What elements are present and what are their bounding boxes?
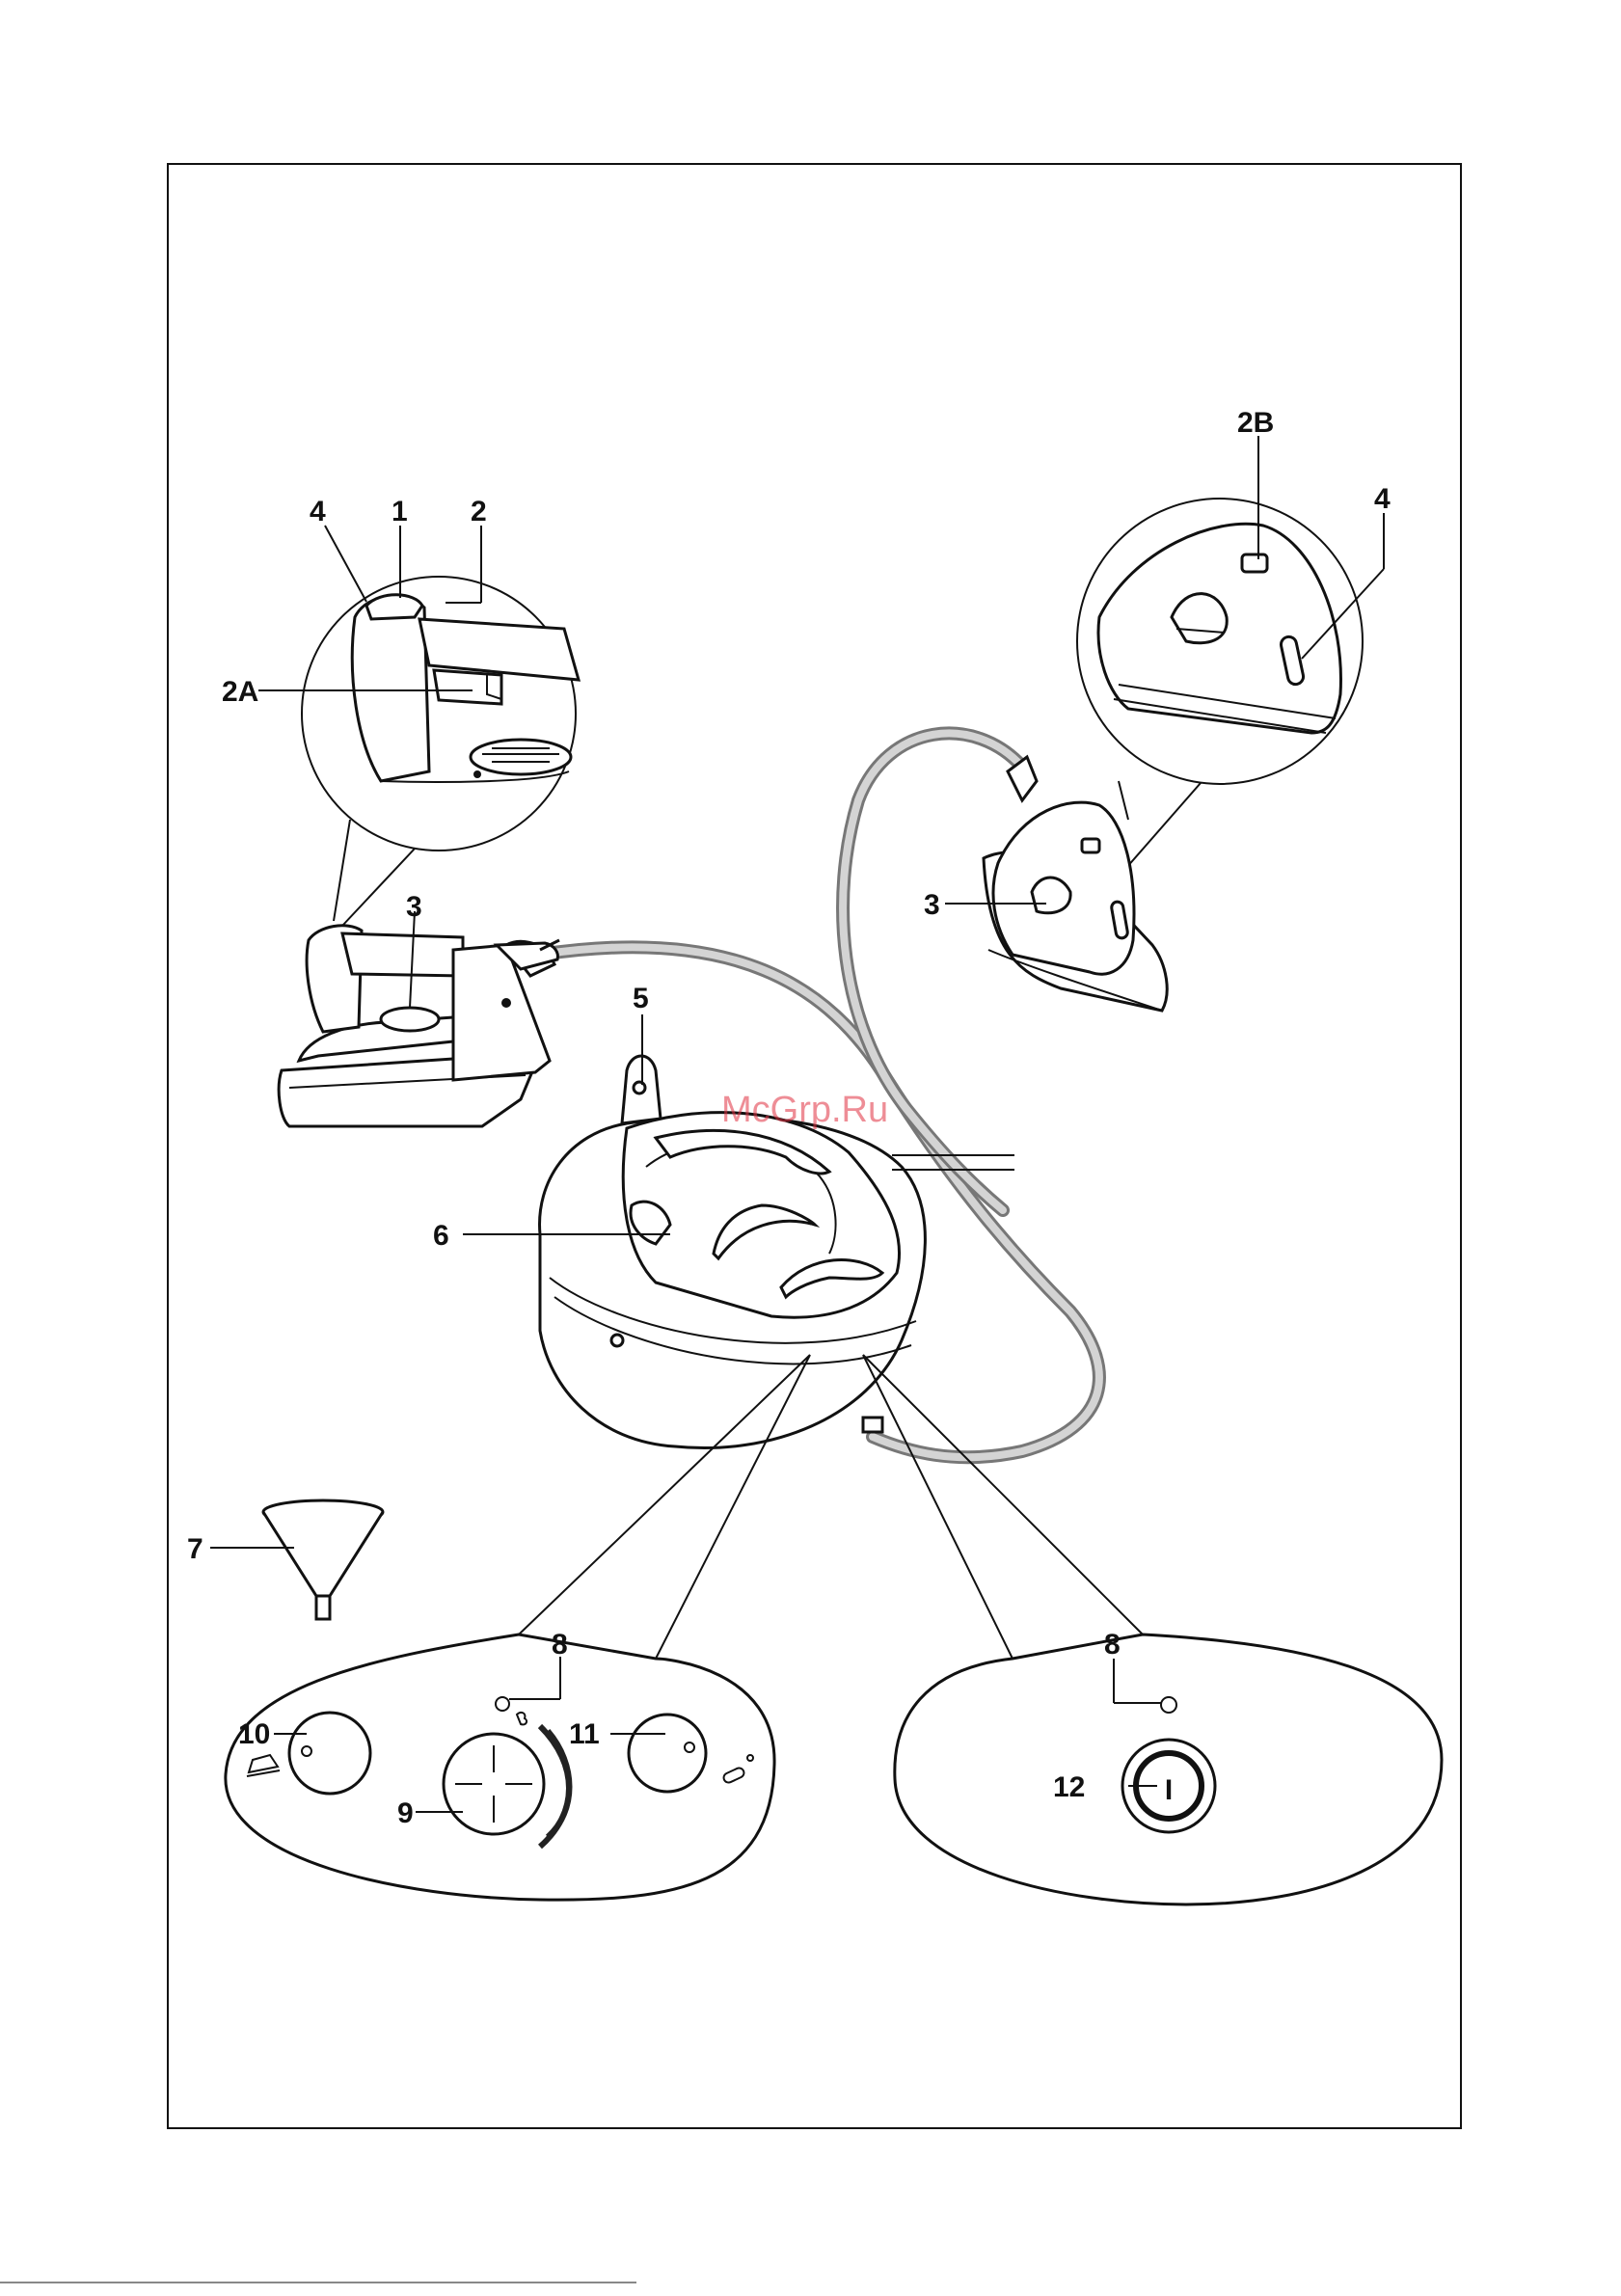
label-8-right: 8 <box>1104 1629 1121 1661</box>
iron-top-view <box>984 757 1167 1011</box>
label-3-left: 3 <box>406 891 422 923</box>
iron-side-view <box>279 926 559 1126</box>
label-7: 7 <box>187 1533 203 1565</box>
label-2b: 2B <box>1237 407 1274 439</box>
power-panel-right: I <box>895 1634 1442 1904</box>
funnel <box>263 1500 383 1619</box>
label-10: 10 <box>238 1718 270 1750</box>
magnifier-right <box>1077 499 1363 868</box>
power-symbol: I <box>1165 1774 1173 1806</box>
control-panel-left <box>226 1634 774 1900</box>
watermark: McGrp.Ru <box>721 1090 888 1130</box>
label-4-right: 4 <box>1374 483 1391 515</box>
label-11: 11 <box>569 1718 600 1750</box>
label-8-left: 8 <box>552 1629 568 1661</box>
right-button-circle <box>629 1715 706 1792</box>
temperature-dial-zoom <box>471 740 571 774</box>
indicator-light-left <box>496 1697 509 1711</box>
label-12: 12 <box>1053 1771 1085 1803</box>
label-1: 1 <box>392 496 408 527</box>
label-4-left: 4 <box>310 496 326 527</box>
label-6: 6 <box>433 1220 449 1252</box>
magnifier-left <box>302 577 579 926</box>
label-5: 5 <box>633 983 649 1014</box>
label-2: 2 <box>471 496 487 527</box>
label-2a: 2A <box>222 676 258 708</box>
label-9: 9 <box>397 1797 414 1829</box>
temperature-dial-side <box>381 1008 439 1031</box>
indicator-light-right <box>1161 1697 1176 1713</box>
label-3-right: 3 <box>924 889 940 921</box>
